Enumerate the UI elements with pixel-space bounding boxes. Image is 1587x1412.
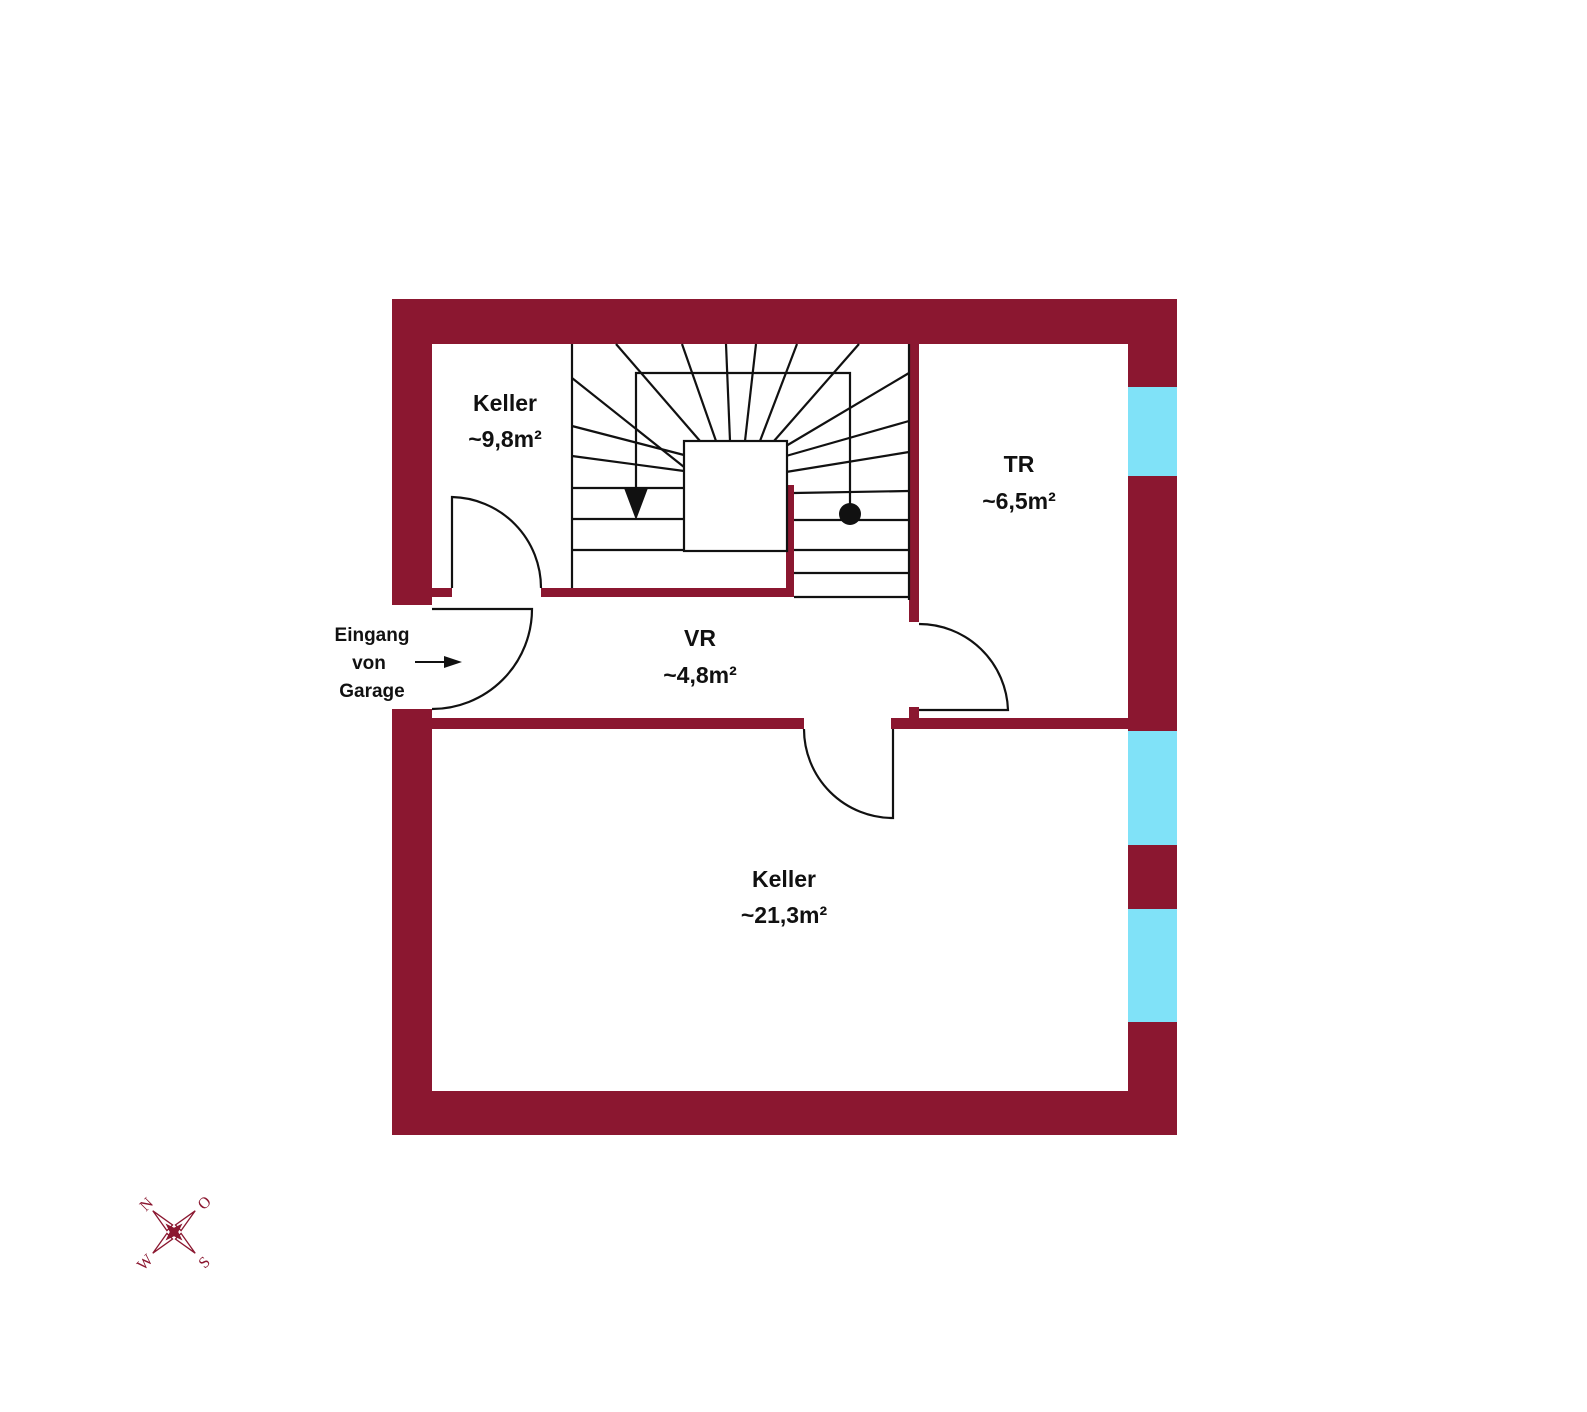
entrance-label-line1: Eingang <box>335 625 410 646</box>
entrance-label-line3: Garage <box>339 681 404 702</box>
stair-walk-line <box>634 371 852 514</box>
wall-left-lower <box>392 709 432 1135</box>
stair-tread <box>571 424 685 457</box>
windows <box>1128 387 1177 1022</box>
room-name-keller-large: Keller <box>752 866 816 892</box>
wall-top <box>392 299 1177 344</box>
wall-keller-vr <box>541 588 793 597</box>
stair-tread <box>773 343 860 442</box>
window-keller-2 <box>1128 909 1177 1022</box>
stair-tread <box>758 343 799 442</box>
wall-vr-bottom-right <box>891 718 1128 729</box>
room-area-keller-small: ~9,8m² <box>468 426 542 452</box>
stair-tread <box>785 450 910 474</box>
stair-tread <box>680 343 718 442</box>
wall-bottom <box>392 1091 1177 1135</box>
doors <box>431 495 1010 820</box>
door-keller-large <box>802 728 895 820</box>
room-area-vr: ~4,8m² <box>663 662 737 688</box>
outer-walls <box>392 299 1177 1135</box>
wall-vr-bottom-left <box>432 718 804 729</box>
compass-east: O <box>195 1193 215 1213</box>
room-area-keller-large: ~21,3m² <box>741 902 828 928</box>
stair-well <box>682 439 789 553</box>
door-entrance <box>431 607 534 711</box>
stair-tread <box>743 343 758 442</box>
window-keller-1 <box>1128 731 1177 845</box>
wall-tr-left <box>909 344 919 622</box>
stair-tread <box>785 419 910 458</box>
stair-tread <box>571 377 685 468</box>
wall-tr-left-stub <box>909 707 919 725</box>
compass-rose: N O S W <box>134 1193 215 1274</box>
stair-tread <box>793 489 910 495</box>
stair-start-dot <box>839 503 861 525</box>
door-keller-small <box>450 495 543 589</box>
compass-west: W <box>134 1251 157 1274</box>
stair-direction-arrow <box>624 488 648 520</box>
entrance-label-line2: von <box>352 653 386 674</box>
room-name-vr: VR <box>684 625 716 651</box>
staircase <box>570 343 911 600</box>
stair-tread <box>571 454 685 473</box>
entrance-arrow <box>415 656 462 668</box>
window-tr <box>1128 387 1177 476</box>
room-name-keller-small: Keller <box>473 390 537 416</box>
room-area-tr: ~6,5m² <box>982 488 1056 514</box>
wall-stair-post <box>786 485 794 597</box>
compass-star-icon <box>165 1223 183 1241</box>
compass-south: S <box>196 1254 214 1272</box>
wall-keller-stub <box>432 588 452 597</box>
room-name-tr: TR <box>1004 451 1035 477</box>
stair-tread <box>724 343 732 442</box>
interior-walls <box>432 344 1128 729</box>
stair-tread <box>615 343 701 442</box>
door-tr <box>918 622 1010 712</box>
wall-left-upper <box>392 299 432 605</box>
stair-tread <box>785 372 910 447</box>
